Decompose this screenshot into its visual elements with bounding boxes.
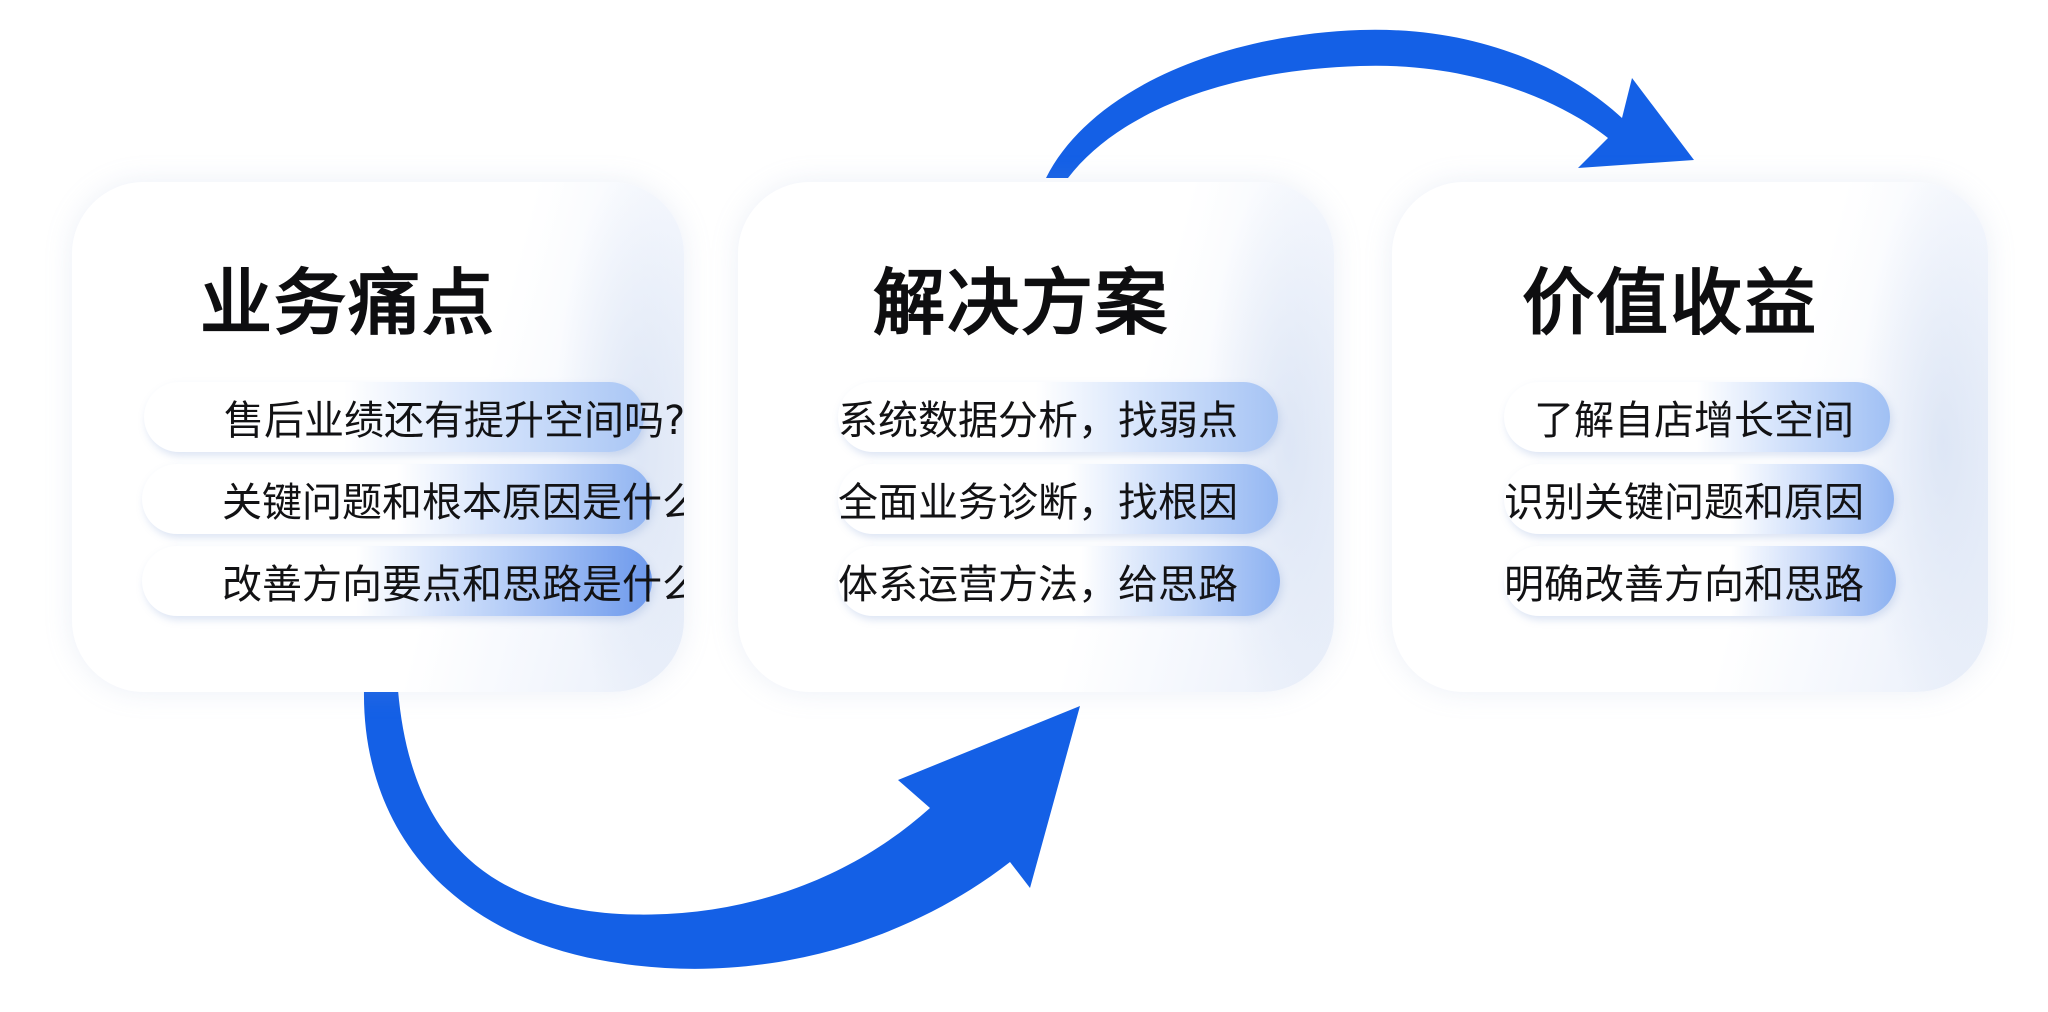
pill-label: 售后业绩还有提升空间吗? (224, 398, 684, 444)
card-solution: 解决方案 系统数据分析，找弱点 全面业务诊断，找根因 体系运营方法，给思路 (738, 182, 1334, 692)
pill-item: 关键问题和根本原因是什么? (142, 464, 684, 534)
card-title: 解决方案 (872, 261, 1169, 345)
card-title: 业务痛点 (199, 261, 496, 345)
pill-item: 体系运营方法，给思路 (838, 546, 1280, 616)
card-value: 价值收益 了解自店增长空间 识别关键问题和原因 明确改善方向和思路 (1392, 182, 1988, 692)
pill-item: 明确改善方向和思路 (1504, 546, 1896, 616)
pill-label: 明确改善方向和思路 (1504, 562, 1864, 608)
pill-item: 了解自店增长空间 (1504, 382, 1890, 452)
pill-label: 识别关键问题和原因 (1504, 480, 1864, 526)
pill-label: 系统数据分析，找弱点 (838, 398, 1238, 444)
pill-item: 识别关键问题和原因 (1504, 464, 1894, 534)
bottom-arrow-icon (363, 690, 1080, 969)
pill-label: 了解自店增长空间 (1534, 398, 1854, 444)
pill-label: 全面业务诊断，找根因 (838, 480, 1238, 526)
card-pain-points: 业务痛点 售后业绩还有提升空间吗? 关键问题和根本原因是什么? 改善方向要点和思… (72, 182, 684, 692)
pill-label: 关键问题和根本原因是什么? (222, 480, 684, 526)
pill-label: 体系运营方法，给思路 (838, 562, 1238, 608)
card-title: 价值收益 (1521, 261, 1818, 345)
pill-item: 售后业绩还有提升空间吗? (144, 382, 684, 452)
pill-item: 系统数据分析，找弱点 (838, 382, 1278, 452)
top-arrow-icon (1046, 29, 1694, 179)
pill-label: 改善方向要点和思路是什么 (222, 562, 684, 608)
pill-item: 全面业务诊断，找根因 (838, 464, 1278, 534)
pill-item: 改善方向要点和思路是什么 (142, 546, 684, 616)
